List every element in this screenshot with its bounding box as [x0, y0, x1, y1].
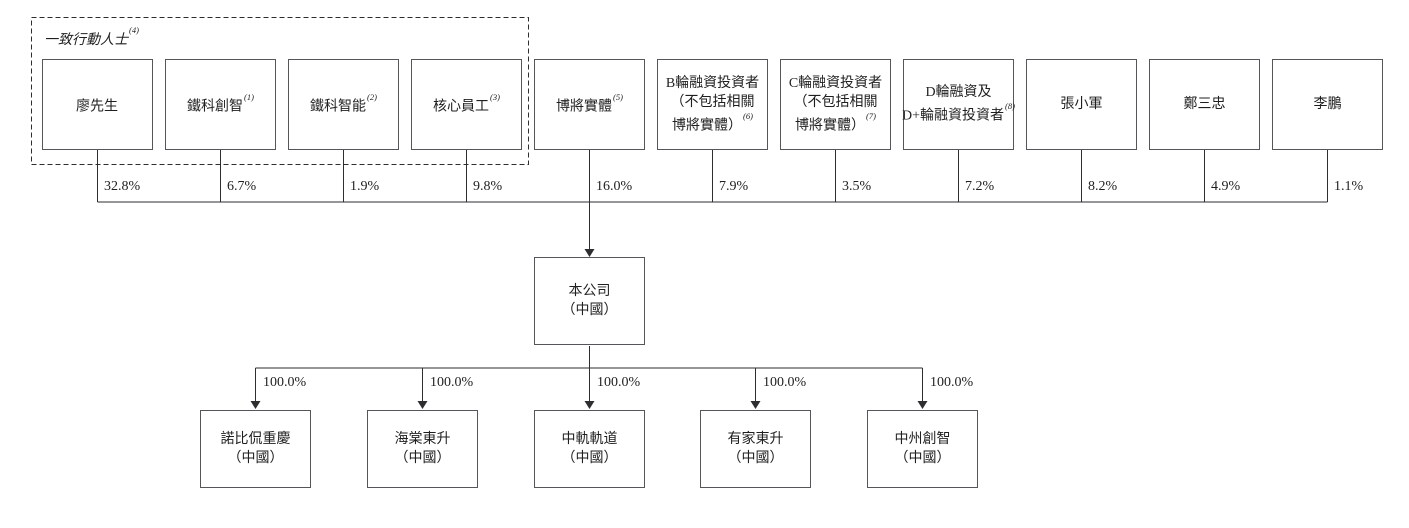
ownership-percentage: 32.8%	[104, 179, 141, 194]
ownership-percentage: 16.0%	[596, 179, 633, 194]
shareholder-name: C輪融資投資者	[788, 75, 883, 91]
footnote-superscript: (8)	[1005, 101, 1015, 112]
arrowhead-subsidiary	[417, 401, 428, 409]
footnote-superscript: (4)	[129, 25, 139, 36]
arrowhead-subsidiary	[584, 401, 595, 409]
ownership-percentage: 4.9%	[1211, 179, 1241, 194]
shareholder-name: 張小軍	[1060, 97, 1103, 112]
shareholder-box-tieke-zhineng: 鐵科智能(2)	[288, 59, 399, 150]
ownership-percentage: 100.0%	[763, 375, 807, 390]
subsidiary-jurisdiction: （中國）	[894, 451, 951, 466]
subsidiary-box-haitang-dongsheng: 海棠東升 （中國）	[367, 410, 478, 488]
shareholder-name: 核心員工	[433, 99, 490, 115]
arrowhead-company	[584, 249, 595, 257]
arrowhead-subsidiary	[750, 401, 761, 409]
subsidiary-box-zhonggui-guidao: 中軌軌道 （中國）	[534, 410, 645, 488]
acting-in-concert-text: 一致行動人士	[44, 33, 128, 48]
ownership-percentage: 6.7%	[227, 179, 257, 194]
company-name: 本公司	[568, 284, 611, 299]
shareholder-box-zheng-sanzhong: 鄭三忠	[1149, 59, 1260, 150]
ownership-percentage: 1.1%	[1334, 179, 1364, 194]
subsidiary-jurisdiction: （中國）	[727, 451, 784, 466]
shareholder-name: 鐵科創智	[187, 99, 244, 115]
shareholder-box-tieke-chuangzhi: 鐵科創智(1)	[165, 59, 276, 150]
shareholder-name: （不包括相關	[793, 94, 878, 110]
shareholder-box-series-c-investors: C輪融資投資者 （不包括相關 博將實體）(7)	[780, 59, 891, 150]
shareholder-box-series-b-investors: B輪融資投資者 （不包括相關 博將實體）(6)	[657, 59, 768, 150]
shareholder-name: 廖先生	[76, 99, 118, 115]
shareholder-name: D輪融資及	[925, 85, 992, 101]
subsidiary-name: 有家東升	[727, 432, 784, 447]
footnote-superscript: (1)	[244, 91, 254, 102]
ownership-percentage: 100.0%	[263, 375, 307, 390]
footnote-superscript: (7)	[866, 110, 876, 121]
ownership-percentage: 100.0%	[597, 375, 641, 390]
ownership-percentage: 9.8%	[473, 179, 503, 194]
ownership-percentage: 100.0%	[930, 375, 974, 390]
footnote-superscript: (3)	[490, 91, 500, 102]
subsidiary-box-youjia-dongsheng: 有家東升 （中國）	[700, 410, 811, 488]
subsidiary-box-nbk-chongqing: 諾比侃重慶 （中國）	[200, 410, 311, 488]
company-jurisdiction: （中國）	[561, 303, 618, 318]
shareholder-box-series-d-investors: D輪融資及 D+輪融資投資者(8)	[902, 59, 1015, 150]
shareholder-box-bojiang-entities: 博將實體(5)	[534, 59, 645, 150]
shareholder-box-mr-liao: 廖先生	[42, 59, 153, 150]
subsidiary-jurisdiction: （中國）	[227, 451, 284, 466]
ownership-percentage: 8.2%	[1088, 179, 1118, 194]
footnote-superscript: (2)	[367, 91, 377, 102]
ownership-percentage: 7.2%	[965, 179, 995, 194]
ownership-percentage: 7.9%	[719, 179, 749, 194]
shareholder-box-core-employees: 核心員工(3)	[411, 59, 522, 150]
footnote-superscript: (6)	[743, 110, 753, 121]
shareholder-name: 博將實體）	[795, 118, 866, 134]
subsidiary-name: 諾比侃重慶	[220, 432, 291, 447]
shareholder-name: 鄭三忠	[1183, 97, 1226, 112]
subsidiary-name: 海棠東升	[394, 432, 451, 447]
subsidiary-box-zhongzhou-chuangzhi: 中州創智 （中國）	[867, 410, 978, 488]
company-box: 本公司 （中國）	[534, 257, 645, 345]
subsidiary-jurisdiction: （中國）	[394, 451, 451, 466]
acting-in-concert-dashed-frame	[31, 17, 529, 165]
shareholder-name: （不包括相關	[670, 94, 755, 110]
shareholder-box-zhang-xiaojun: 張小軍	[1026, 59, 1137, 150]
shareholder-name: 鐵科智能	[310, 99, 367, 115]
ownership-percentage: 1.9%	[350, 179, 380, 194]
shareholder-box-li-peng: 李鵬	[1272, 59, 1383, 150]
shareholder-name: 博將實體	[556, 99, 613, 115]
shareholder-name: B輪融資投資者	[665, 75, 760, 91]
shareholder-name: 博將實體）	[672, 118, 743, 134]
arrowhead-subsidiary	[250, 401, 261, 409]
shareholder-name: 李鵬	[1313, 97, 1342, 112]
ownership-percentage: 3.5%	[842, 179, 872, 194]
footnote-superscript: (5)	[613, 91, 623, 102]
shareholder-name: D+輪融資投資者	[902, 108, 1005, 124]
ownership-percentage: 100.0%	[430, 375, 474, 390]
subsidiary-name: 中軌軌道	[561, 432, 618, 447]
arrowhead-subsidiary	[917, 401, 928, 409]
subsidiary-jurisdiction: （中國）	[561, 451, 618, 466]
acting-in-concert-label: 一致行動人士(4)	[44, 25, 139, 49]
subsidiary-name: 中州創智	[894, 432, 951, 447]
